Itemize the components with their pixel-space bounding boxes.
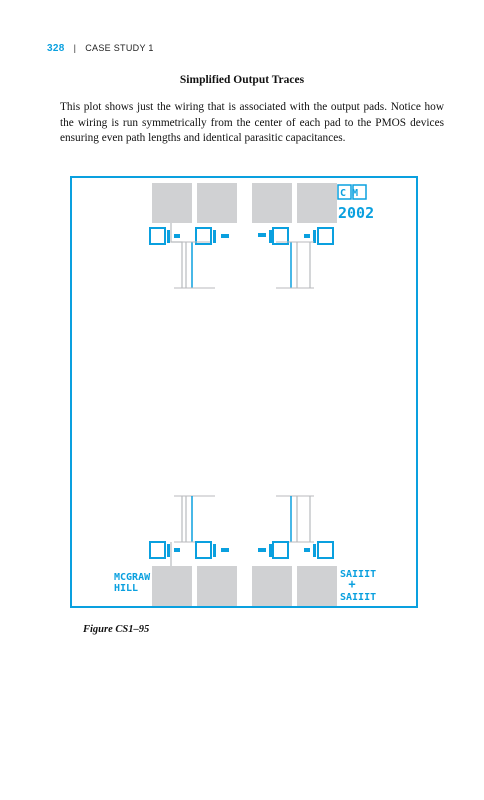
page-header: 328 | CASE STUDY 1 [47, 41, 154, 55]
year-label: 2002 [338, 204, 374, 222]
layout-figure: CM 2002 MCGRAW HILL SAIIIT + SAIIIT [70, 176, 418, 608]
publisher-label-line1: MCGRAW [114, 572, 151, 583]
bond-pad [197, 566, 237, 606]
publisher-label-line2: HILL [114, 583, 138, 594]
output-trace-group [149, 495, 229, 566]
cm-logo-box [337, 184, 352, 200]
output-trace-group [258, 495, 334, 559]
bond-pad [297, 566, 337, 606]
bond-pad [152, 566, 192, 606]
header-separator: | [73, 43, 77, 53]
layout-plot: CM 2002 MCGRAW HILL SAIIIT + SAIIIT [70, 176, 418, 608]
author-label-plus: + [348, 577, 355, 591]
author-label-line1: SAIIIT [340, 569, 376, 580]
cm-label: CM [340, 188, 364, 199]
output-trace-group [258, 227, 334, 289]
page-number: 328 [47, 42, 65, 54]
die-boundary [70, 176, 418, 608]
bond-pad [297, 183, 337, 223]
cm-logo-box [352, 184, 367, 200]
bond-pad [252, 566, 292, 606]
bond-pad [252, 183, 292, 223]
section-title: CASE STUDY 1 [85, 43, 154, 53]
bond-pad [152, 183, 192, 223]
author-label-line2: SAIIIT [340, 592, 376, 603]
figure-caption: Figure CS1–95 [83, 624, 150, 635]
bond-pad [197, 183, 237, 223]
output-trace-group [149, 223, 229, 289]
figure-heading: Simplified Output Traces [179, 74, 305, 86]
body-paragraph: This plot shows just the wiring that is … [60, 101, 444, 144]
